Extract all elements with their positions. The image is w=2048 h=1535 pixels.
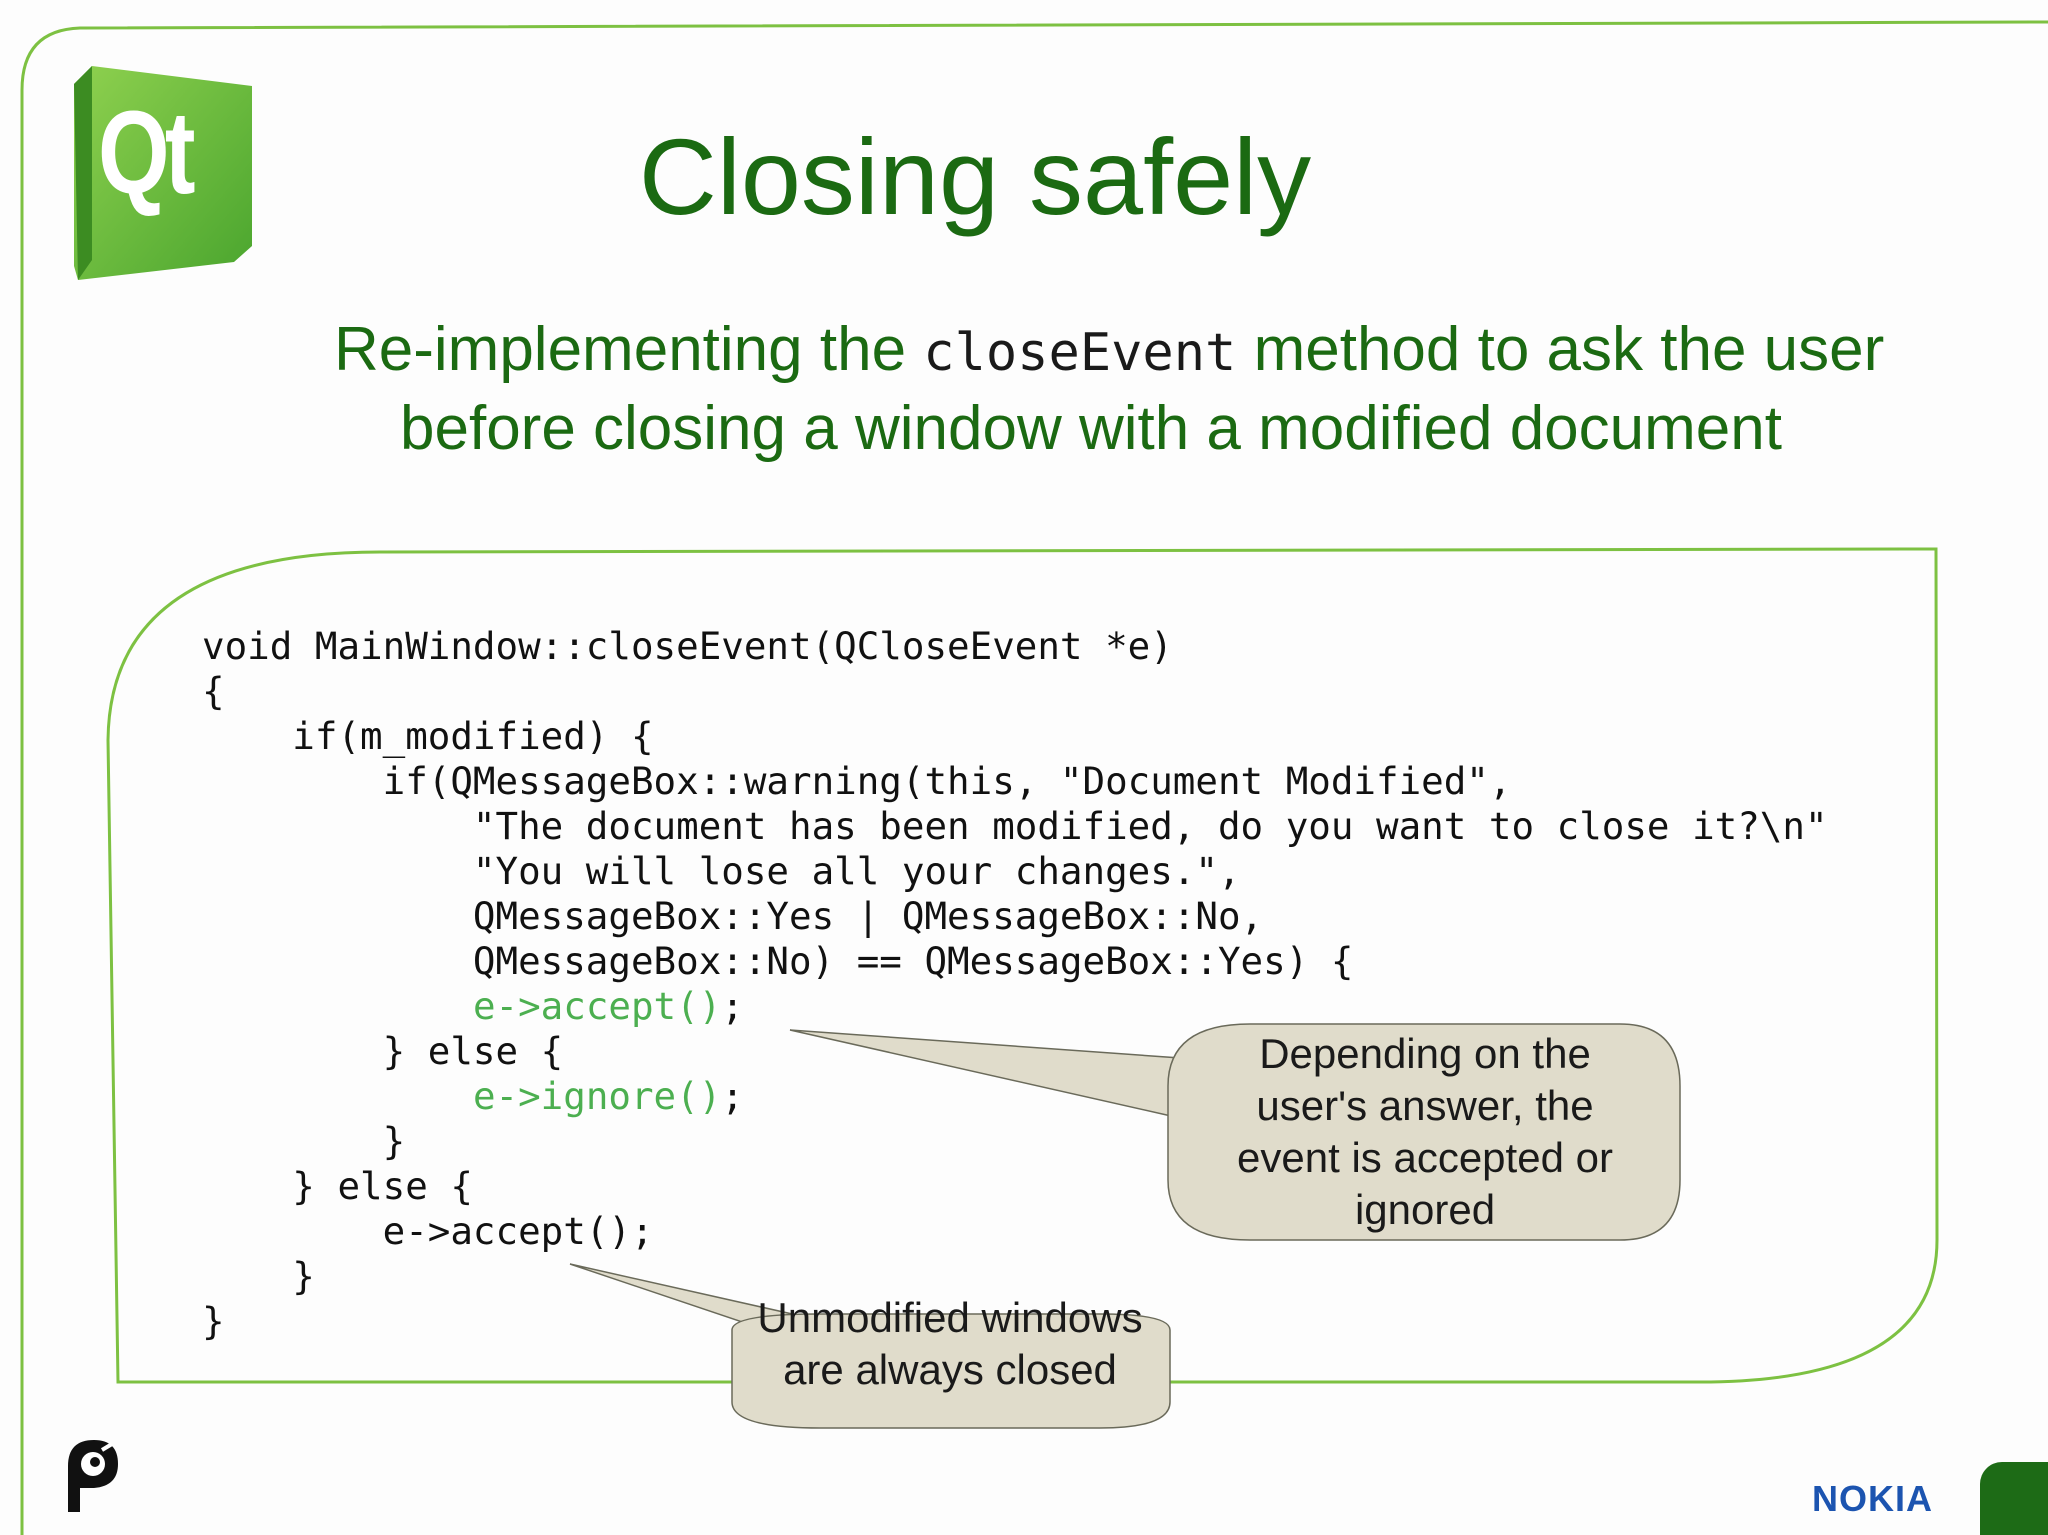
nokia-logo: NOKIA bbox=[1812, 1478, 1933, 1519]
subtitle-text-start: Re-implementing the bbox=[334, 315, 924, 384]
code-listing: void MainWindow::closeEvent(QCloseEvent … bbox=[202, 624, 1828, 1344]
subtitle-text-end: method to ask the user before closing a … bbox=[400, 315, 1885, 463]
code-line: } bbox=[202, 1254, 315, 1298]
code-accept-highlight: e->accept() bbox=[472, 984, 722, 1028]
slide-title: Closing safely bbox=[638, 116, 1312, 237]
code-line: } bbox=[202, 1299, 225, 1343]
qt-logo-text: Qt bbox=[98, 87, 196, 219]
qt-logo bbox=[74, 66, 252, 280]
code-line: QMessageBox::No) == QMessageBox::Yes) { bbox=[202, 939, 1354, 983]
code-line bbox=[202, 984, 473, 1028]
corner-tab bbox=[1980, 1462, 2048, 1535]
code-ignore-highlight: e->ignore() bbox=[472, 1074, 722, 1118]
callout-unmodified-text: Unmodified windows are always closed bbox=[757, 1294, 1143, 1393]
code-line: } bbox=[202, 1119, 406, 1163]
code-line: void MainWindow::closeEvent(QCloseEvent … bbox=[202, 624, 1173, 668]
callout-answer-text: Depending on the user's answer, the even… bbox=[1237, 1030, 1613, 1233]
callout-answer-box bbox=[1167, 1023, 1681, 1241]
code-semicolon: ; bbox=[721, 984, 744, 1028]
code-box bbox=[106, 547, 1939, 1384]
code-line: { bbox=[202, 669, 225, 713]
code-line: if(m_modified) { bbox=[202, 714, 654, 758]
callout-unmodified-box bbox=[731, 1313, 1171, 1429]
slide-subtitle: Re-implementing the closeEvent method to… bbox=[334, 312, 2000, 466]
code-line bbox=[202, 1074, 473, 1118]
code-line: } else { bbox=[202, 1164, 473, 1208]
code-line: if(QMessageBox::warning(this, "Document … bbox=[202, 759, 1512, 803]
code-semicolon: ; bbox=[721, 1074, 744, 1118]
presenter-logo bbox=[68, 1440, 118, 1512]
code-line: "You will lose all your changes.", bbox=[202, 849, 1241, 893]
code-line: "The document has been modified, do you … bbox=[202, 804, 1828, 848]
subtitle-code: closeEvent bbox=[923, 323, 1237, 383]
code-line: QMessageBox::Yes | QMessageBox::No, bbox=[202, 894, 1264, 938]
code-line: } else { bbox=[202, 1029, 564, 1073]
code-line: e->accept(); bbox=[202, 1209, 654, 1253]
